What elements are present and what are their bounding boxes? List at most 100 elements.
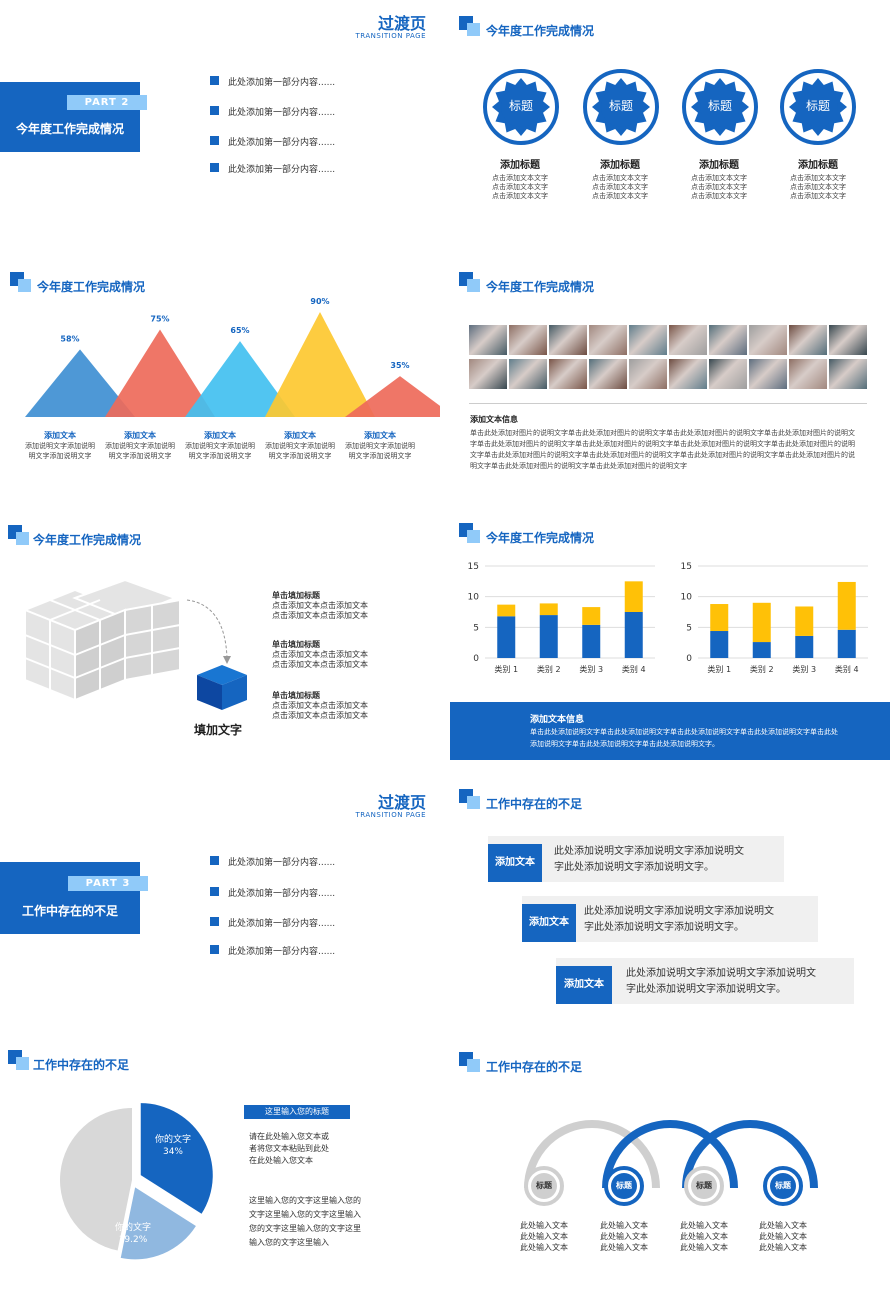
transition-title: 过渡页 (377, 793, 426, 812)
transition-title: 过渡页 (377, 14, 426, 33)
photo-thumbnail (549, 359, 587, 389)
part-heading: 工作中存在的不足 (21, 904, 118, 918)
photo-thumbnail (549, 325, 587, 355)
section-title: 今年度工作完成情况 (486, 24, 595, 38)
section-square-icon (10, 272, 32, 292)
list-item: 此处添加第一部分内容...... (210, 944, 335, 957)
part-tag: PART 3 (68, 876, 148, 891)
cube-illustration (22, 580, 247, 710)
x-tick-label: 类别 2 (750, 664, 774, 674)
badge-label: 标题 (608, 99, 633, 113)
photo-thumbnail (789, 325, 827, 355)
badge-text: 点击添加文本文字点击添加文本文字点击添加文本文字 (492, 174, 548, 200)
y-tick-label: 5 (686, 623, 692, 633)
section-square-icon (459, 16, 481, 36)
list-item: 此处添加第一部分内容...... (210, 105, 335, 118)
list-item: 此处添加第一部分内容...... (210, 75, 335, 88)
list-item: 此处添加第一部分内容...... (210, 162, 335, 175)
arc-diagram (524, 1120, 818, 1206)
bar-segment (710, 631, 729, 658)
bar-segment (582, 607, 601, 625)
part-heading: 今年度工作完成情况 (15, 122, 124, 136)
caption-item: 添加文本添加说明文字添加说明明文字添加说明文字 (265, 431, 335, 460)
list-item: 此处添加第一部分内容...... (210, 886, 335, 899)
badge: 标题 (780, 69, 856, 145)
divider (469, 403, 867, 404)
pie-slice (60, 1108, 132, 1251)
bar-segment (837, 629, 856, 658)
x-tick-label: 类别 4 (835, 664, 859, 674)
photo-thumbnail (589, 325, 627, 355)
section-title: 工作中存在的不足 (486, 1060, 583, 1074)
badge-label: 标题 (707, 99, 732, 113)
photo-thumbnail (469, 325, 507, 355)
section-title: 工作中存在的不足 (33, 1058, 130, 1072)
node-text: 此处输入文本此处输入文本此处输入文本 (759, 1221, 807, 1252)
photo-thumbnail (829, 325, 867, 355)
node-label: 标题 (696, 1181, 712, 1190)
badge: 标题 (682, 69, 758, 145)
y-tick-label: 10 (468, 593, 480, 603)
section-square-icon (459, 1052, 481, 1072)
banner-text: 单击此处添加说明文字单击此处添加说明文字单击此处添加说明文字单击此处添加说明文字… (530, 728, 838, 748)
triangle-mark (105, 329, 215, 417)
pie-slice (120, 1187, 196, 1260)
section-title: 今年度工作完成情况 (486, 531, 595, 545)
caption-item: 添加文本添加说明文字添加说明明文字添加说明文字 (345, 431, 415, 460)
y-tick-label: 15 (468, 562, 479, 572)
transition-subtitle: TRANSITION PAGE (355, 811, 426, 819)
section-square-icon (459, 789, 481, 809)
list-item: 此处添加第一部分内容...... (210, 855, 335, 868)
photo-thumbnail (789, 359, 827, 389)
photo-thumbnail (749, 325, 787, 355)
transition-subtitle: TRANSITION PAGE (355, 32, 426, 40)
bar-segment (582, 624, 601, 658)
section-title: 今年度工作完成情况 (33, 533, 142, 547)
triangle-value-label: 65% (230, 326, 249, 335)
triangle-captions: 添加文本添加说明文字添加说明明文字添加说明文字 添加文本添加说明文字添加说明明文… (20, 430, 430, 470)
y-tick-label: 15 (681, 562, 692, 572)
pie-box-title: 这里输入您的标题 (244, 1105, 350, 1119)
photo-thumbnail (749, 359, 787, 389)
node-text: 此处输入文本此处输入文本此处输入文本 (680, 1221, 728, 1252)
photo-thumbnail (629, 325, 667, 355)
triangle-chart: 58%75%65%90%35% (25, 297, 440, 417)
triangle-mark (25, 349, 135, 417)
bar-segment (837, 581, 856, 630)
badge-text: 点击添加文本文字点击添加文本文字点击添加文本文字 (691, 174, 747, 200)
badge-title: 添加标题 (699, 160, 739, 171)
part-tag: PART 2 (67, 95, 147, 110)
badge-text: 点击添加文本文字点击添加文本文字点击添加文本文字 (592, 174, 648, 200)
pie-paragraph: 请在此处输入您文本或者将您文本粘贴到此处在此处输入您文本 (249, 1132, 329, 1165)
part-box (0, 862, 140, 934)
part-box (0, 82, 140, 152)
section-square-icon (8, 525, 30, 545)
photo-thumbnail (669, 325, 707, 355)
photo-thumbnail (589, 359, 627, 389)
bar-segment (624, 581, 643, 612)
photo-thumbnail (709, 359, 747, 389)
node-text: 此处输入文本此处输入文本此处输入文本 (600, 1221, 648, 1252)
node-label: 标题 (536, 1181, 552, 1190)
info-title: 添加文本信息 (470, 415, 518, 424)
triangle-value-label: 58% (60, 334, 79, 343)
triangle-value-label: 35% (390, 361, 409, 370)
pie-paragraph: 这里输入您的文字这里输入您的文字这里输入您的文字这里输入您的文字这里输入您的文字… (249, 1196, 361, 1247)
x-tick-label: 类别 3 (792, 664, 816, 674)
y-tick-label: 0 (686, 654, 692, 664)
section-square-icon (459, 272, 481, 292)
info-text: 单击此处添加对图片的说明文字单击此处添加对图片的说明文字单击此处添加对图片的说明… (470, 429, 855, 470)
section-title: 今年度工作完成情况 (37, 280, 146, 294)
x-tick-label: 类别 2 (537, 664, 561, 674)
triangle-mark (185, 341, 295, 417)
list-item: 此处添加第一部分内容...... (210, 916, 335, 929)
badge: 标题 (483, 69, 559, 145)
triangle-value-label: 75% (150, 315, 169, 324)
caption-item: 添加文本添加说明文字添加说明明文字添加说明文字 (105, 431, 175, 460)
photo-thumbnail (669, 359, 707, 389)
photo-thumbnail (829, 359, 867, 389)
